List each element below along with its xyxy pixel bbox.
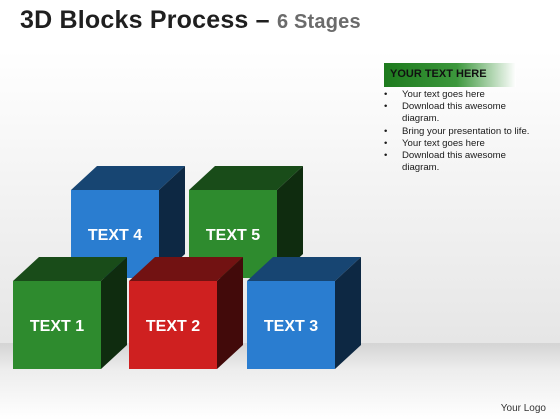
page-title: 3D Blocks Process – 6 Stages: [20, 6, 361, 35]
bullet-item: Your text goes here: [384, 89, 534, 101]
block-top-face: [129, 257, 243, 281]
block-3: TEXT 3: [247, 257, 361, 369]
block-side-face: [101, 257, 127, 369]
bullet-item: Download this awesome diagram.: [384, 101, 534, 125]
block-side-face: [159, 166, 185, 278]
block-top-face: [189, 166, 303, 190]
block-label: TEXT 4: [88, 227, 142, 244]
bullet-item: Your text goes here: [384, 138, 534, 150]
block-1: TEXT 1: [13, 257, 127, 369]
block-top-face: [13, 257, 127, 281]
bullet-item: Bring your presentation to life.: [384, 126, 534, 138]
panel-header-label: YOUR TEXT HERE: [390, 68, 487, 80]
bullet-item: Download this awesome diagram.: [384, 150, 534, 174]
block-front-face: [13, 281, 101, 369]
block-label: TEXT 1: [30, 318, 84, 335]
block-label: TEXT 2: [146, 318, 200, 335]
title-main: 3D Blocks Process –: [20, 6, 270, 34]
block-side-face: [277, 166, 303, 278]
block-label: TEXT 3: [264, 318, 318, 335]
block-top-face: [247, 257, 361, 281]
title-stages: 6 Stages: [276, 11, 361, 33]
block-label: TEXT 5: [206, 227, 260, 244]
footer-logo: Your Logo: [500, 403, 546, 414]
block-top-face: [71, 166, 185, 190]
block-front-face: [247, 281, 335, 369]
panel-header: YOUR TEXT HERE: [384, 63, 516, 87]
block-2: TEXT 2: [129, 257, 243, 369]
bullet-list: Your text goes here Download this awesom…: [384, 89, 534, 174]
block-side-face: [335, 257, 361, 369]
block-front-face: [129, 281, 217, 369]
block-side-face: [217, 257, 243, 369]
